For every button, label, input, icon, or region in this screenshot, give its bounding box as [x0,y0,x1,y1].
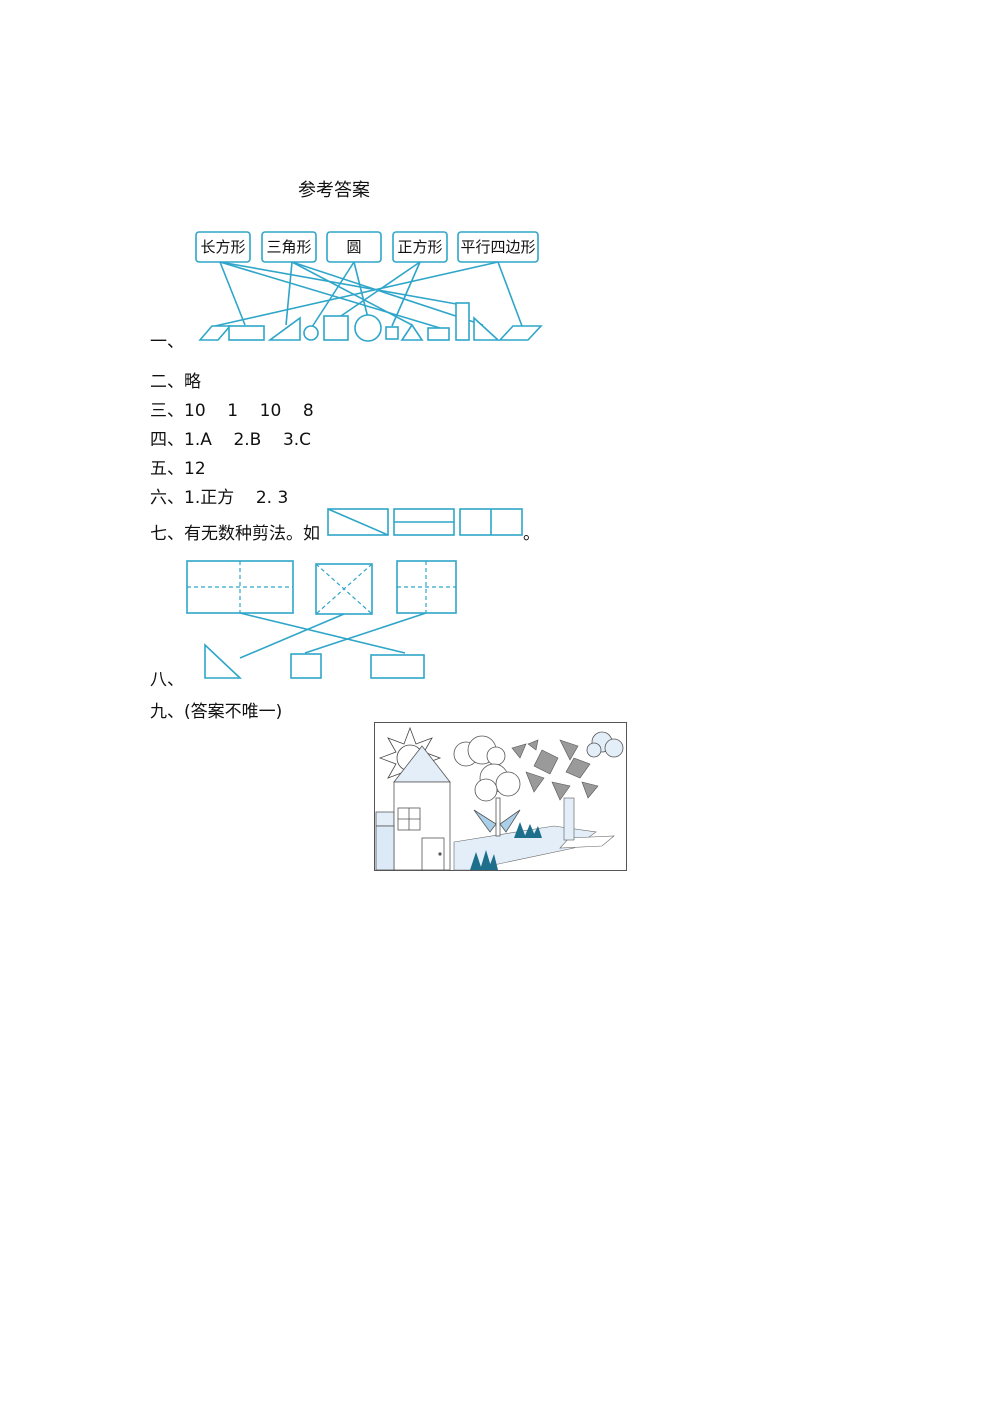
tangram-tree [511,739,599,841]
q9-text: 九、(答案不唯一) [150,702,283,722]
label-box-square: 正方形 [392,231,448,263]
label-circle: 圆 [346,238,361,256]
q7-text: 七、有无数种剪法。如 [150,524,320,544]
label-square: 正方形 [397,238,442,256]
label-parallelogram: 平行四边形 [460,238,535,256]
page-title: 参考答案 [298,180,370,201]
shape-square-1 [323,315,349,341]
shape-triangle-2 [400,323,424,341]
shape-triangle-1 [267,316,301,341]
q2-answer: 二、略 [150,372,201,392]
q1-shapes [198,302,543,342]
q7-end-mark: 。 [523,524,540,544]
label-box-triangle: 三角形 [261,231,317,263]
q7-cut-examples [327,508,523,536]
label-box-parallelogram: 平行四边形 [457,231,539,263]
shape-rectangle-1 [228,325,265,341]
shape-circle-small [303,325,319,341]
shape-triangle-3 [473,316,501,341]
tree-icon [473,763,521,837]
shape-square-small [385,326,399,340]
ground [453,825,597,871]
q6-answer: 六、1.正方 2. 3 [150,488,289,508]
q1-prefix: 一、 [150,332,184,352]
label-rectangle: 长方形 [200,238,245,256]
cut-rectangle [370,654,425,679]
q1-connecting-lines [214,261,523,329]
shape-parallelogram-1 [198,325,232,341]
q9-tangram-picture [374,722,627,871]
shape-rectangle-tall [455,302,470,341]
label-triangle: 三角形 [266,238,311,256]
q5-answer: 五、12 [150,459,206,479]
shape-rectangle-2 [427,327,450,341]
shape-circle-large [354,314,382,342]
house-icon [375,745,451,871]
cut-square [290,653,322,679]
q8-prefix: 八、 [150,670,184,690]
cut-triangle [204,643,243,679]
q3-answer: 三、10 1 10 8 [150,401,314,421]
cloud-icon [586,731,624,758]
q8-matching-diagram [186,560,457,679]
label-box-rectangle: 长方形 [195,231,251,263]
small-trees [470,822,542,870]
label-box-circle: 圆 [326,231,382,263]
shape-parallelogram-2 [498,325,543,341]
q4-answer: 四、1.A 2.B 3.C [150,430,312,450]
